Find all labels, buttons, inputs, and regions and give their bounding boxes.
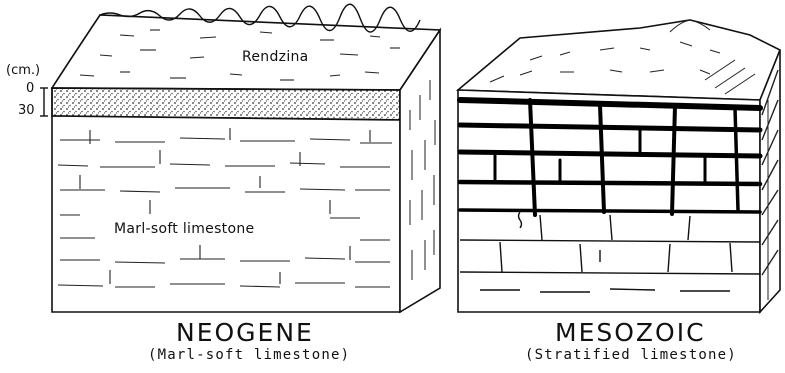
- depth-scale: [40, 88, 48, 116]
- neogene-title: NEOGENE: [176, 320, 314, 345]
- scale-unit-label: (cm.): [6, 64, 40, 77]
- mesozoic-top-surface: [458, 20, 780, 100]
- limestone-front-face: [52, 116, 400, 312]
- scale-tick-top: 0: [26, 82, 34, 95]
- rendzina-horizon-band: [52, 88, 400, 120]
- marl-limestone-label: Marl-soft limestone: [112, 222, 256, 236]
- rendzina-label: Rendzina: [240, 50, 311, 64]
- mesozoic-title: MESOZOIC: [555, 320, 706, 345]
- mesozoic-subtitle: (Stratified limestone): [525, 348, 737, 362]
- scale-tick-bottom: 30: [18, 104, 35, 117]
- neogene-subtitle: (Marl-soft limestone): [148, 348, 350, 362]
